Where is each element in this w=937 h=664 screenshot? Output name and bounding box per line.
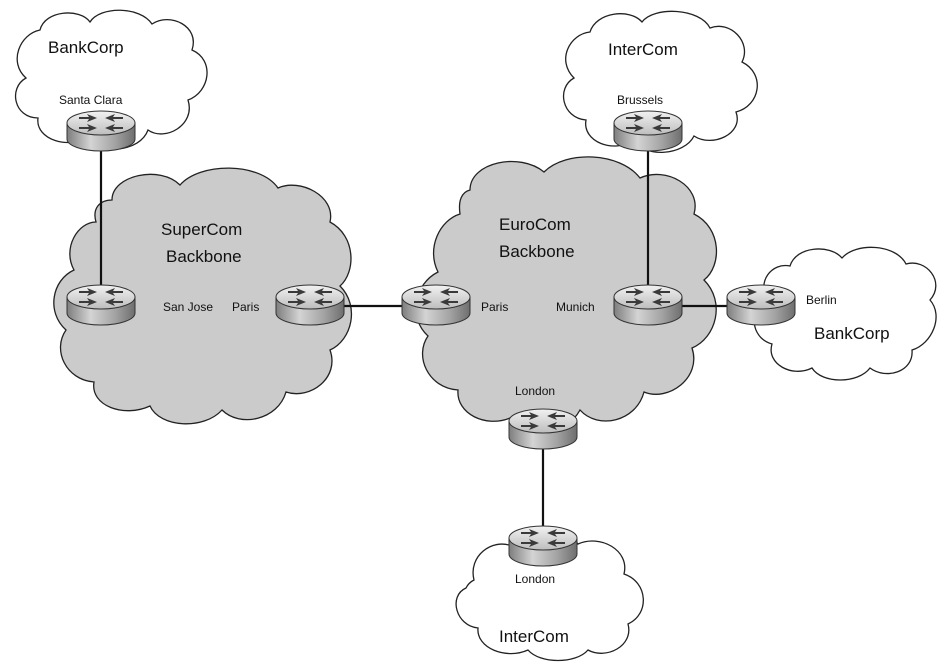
berlin-label: Berlin bbox=[806, 293, 837, 307]
eurocom-paris-router-icon bbox=[401, 284, 471, 326]
santa-clara-label: Santa Clara bbox=[59, 93, 123, 107]
intercom-brussels-title: InterCom bbox=[608, 40, 678, 59]
eurocom-backbone-title-line2: Backbone bbox=[499, 242, 575, 261]
brussels-label: Brussels bbox=[617, 93, 663, 107]
munich-router-icon bbox=[613, 284, 683, 326]
eurocom-london-label: London bbox=[515, 384, 555, 398]
bankcorp-santa-clara-title: BankCorp bbox=[48, 38, 124, 57]
san-jose-label: San Jose bbox=[163, 300, 213, 314]
berlin-router-icon bbox=[726, 284, 796, 326]
munich-label: Munich bbox=[556, 300, 595, 314]
supercom-paris-label: Paris bbox=[232, 300, 259, 314]
eurocom-london-router-icon bbox=[508, 408, 578, 450]
intercom-london-router-icon bbox=[508, 525, 578, 567]
eurocom-backbone-title-line1: EuroCom bbox=[499, 215, 571, 234]
supercom-paris-router-icon bbox=[275, 284, 345, 326]
intercom-london-label: London bbox=[515, 572, 555, 586]
supercom-backbone-cloud bbox=[53, 167, 353, 425]
supercom-backbone-title-line2: Backbone bbox=[166, 247, 242, 266]
bankcorp-berlin-title: BankCorp bbox=[814, 324, 890, 343]
eurocom-paris-label: Paris bbox=[481, 300, 508, 314]
supercom-backbone-title-line1: SuperCom bbox=[161, 220, 242, 239]
bankcorp-santa-clara-cloud bbox=[15, 9, 208, 150]
santa-clara-router-icon bbox=[66, 110, 136, 152]
intercom-london-title: InterCom bbox=[499, 627, 569, 646]
intercom-brussels-cloud bbox=[563, 10, 758, 153]
san-jose-router-icon bbox=[66, 284, 136, 326]
brussels-router-icon bbox=[613, 110, 683, 152]
